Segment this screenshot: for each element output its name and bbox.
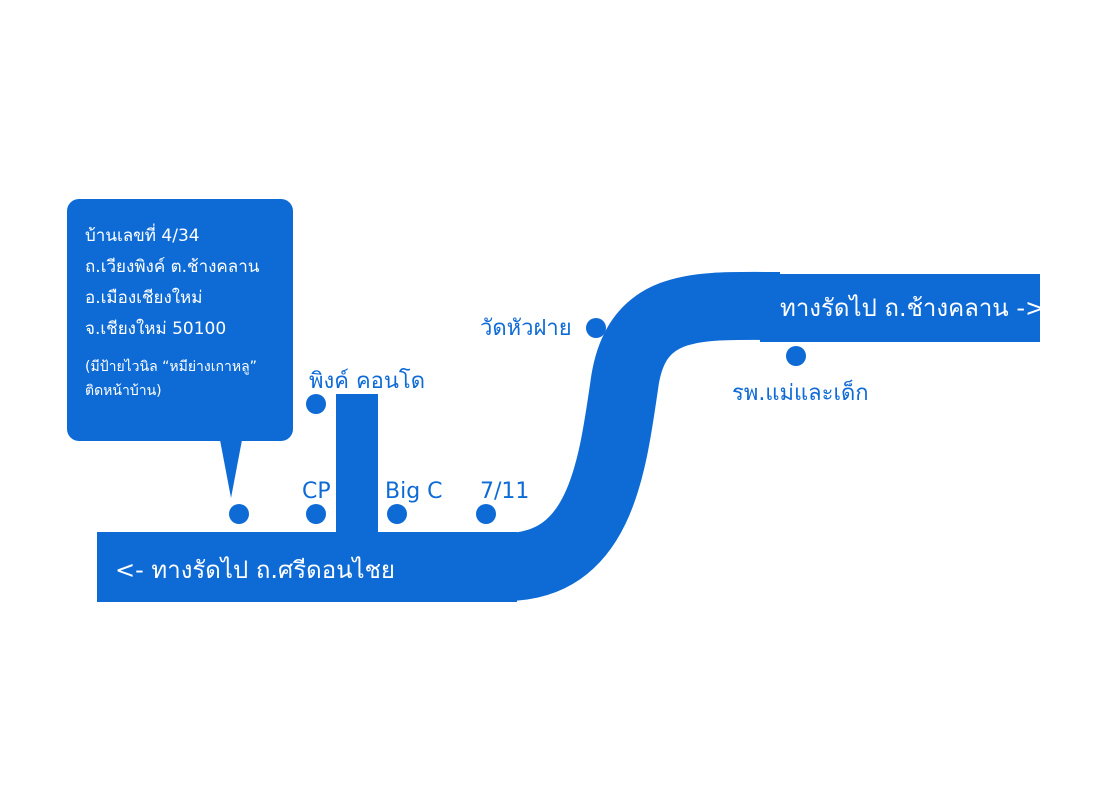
wat-hua-fai-dot <box>586 318 606 338</box>
big-c-label: Big C <box>385 479 443 504</box>
address-line-3: อ.เมืองเชียงใหม่ <box>85 288 203 308</box>
hospital-dot <box>786 346 806 366</box>
wat-hua-fai-label: วัดหัวฝาย <box>480 316 572 341</box>
seven-eleven-label: 7/11 <box>480 479 529 504</box>
address-note: (มีป้ายไวนิล “หมีย่างเกาหลู” ติดหน้าบ้าน… <box>85 355 293 403</box>
ping-condo-dot <box>306 394 326 414</box>
address-note-line-1: (มีป้ายไวนิล “หมีย่างเกาหลู” <box>85 359 257 375</box>
road-right-label: ทางรัดไป ถ.ช้างคลาน -> <box>780 294 1045 322</box>
address-line-4: จ.เชียงใหม่ 50100 <box>85 319 227 339</box>
road-chang-khlan <box>760 274 1040 342</box>
seven-eleven-dot <box>476 504 496 524</box>
road-curve <box>503 271 781 601</box>
side-street-ping-condo <box>336 394 378 534</box>
address-line-1: บ้านเลขที่ 4/34 <box>85 226 200 246</box>
hospital-label: รพ.แม่และเด็ก <box>732 378 869 406</box>
ping-condo-label: พิงค์ คอนโด <box>309 368 425 394</box>
address-line-2: ถ.เวียงพิงค์ ต.ช้างคลาน <box>85 257 260 277</box>
road-sri-don-chai <box>97 532 517 602</box>
road-left-label: <- ทางรัดไป ถ.ศรีดอนไชย <box>115 556 395 584</box>
address-callout: บ้านเลขที่ 4/34 ถ.เวียงพิงค์ ต.ช้างคลาน … <box>67 199 293 441</box>
address-note-line-2: ติดหน้าบ้าน) <box>85 383 162 399</box>
home-location-dot <box>229 504 249 524</box>
big-c-dot <box>387 504 407 524</box>
cp-label: CP <box>302 479 331 504</box>
cp-dot <box>306 504 326 524</box>
callout-pointer <box>220 440 242 498</box>
